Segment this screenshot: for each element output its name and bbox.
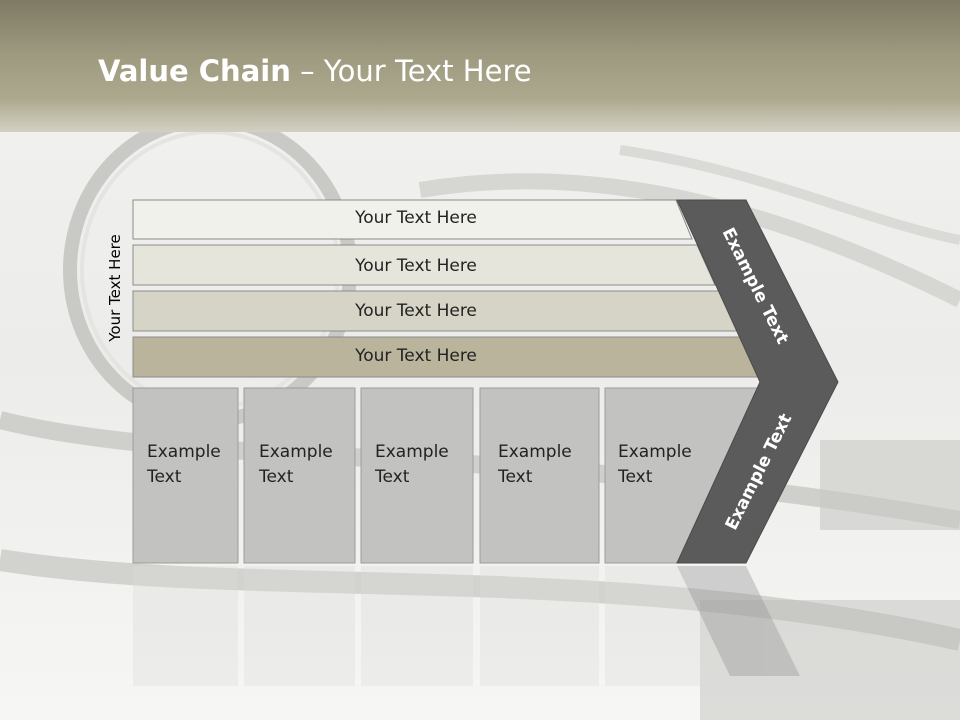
box-text-3-line2: Text	[375, 467, 410, 487]
box-text-2: Example Text	[259, 440, 333, 490]
box-text-1-line2: Text	[147, 467, 182, 487]
activity-box-3	[360, 387, 474, 564]
box-text-5-line1: Example	[618, 442, 692, 462]
box-text-2-line1: Example	[259, 442, 333, 462]
box-text-4: Example Text	[498, 440, 572, 490]
reflection	[133, 566, 800, 686]
box-text-2-line2: Text	[259, 467, 294, 487]
activity-box-4	[479, 387, 600, 564]
page-title: Value Chain – Your Text Here	[98, 54, 532, 88]
title-rest: – Your Text Here	[290, 54, 532, 88]
activity-box-1	[132, 387, 239, 564]
box-text-3-line1: Example	[375, 442, 449, 462]
row-bar-2	[132, 244, 716, 286]
activity-box-2	[243, 387, 356, 564]
title-bold: Value Chain	[98, 54, 291, 88]
box-text-5-line2: Text	[618, 467, 653, 487]
title-band	[0, 0, 960, 132]
box-text-1-line1: Example	[147, 442, 221, 462]
row-bar-3	[132, 290, 739, 332]
box-text-3: Example Text	[375, 440, 449, 490]
box-text-4-line2: Text	[498, 467, 533, 487]
row-bar-1	[132, 199, 693, 240]
row-bar-4	[132, 336, 763, 378]
chevron-arrow	[676, 199, 839, 564]
box-text-5: Example Text	[618, 440, 692, 490]
box-text-1: Example Text	[147, 440, 221, 490]
box-text-4-line1: Example	[498, 442, 572, 462]
